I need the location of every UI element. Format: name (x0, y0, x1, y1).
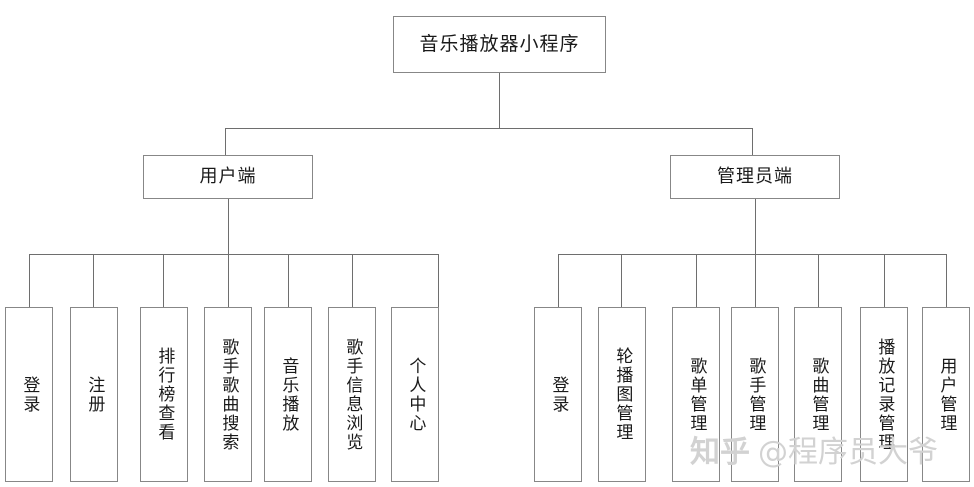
node-leaf-client-login-label: 登录 (19, 375, 40, 414)
connector-client-leaf-bar (29, 254, 439, 255)
node-leaf-client-player[interactable]: 音乐播放 (264, 307, 312, 482)
connector-admin-leaf-2 (621, 254, 622, 307)
node-leaf-admin-song[interactable]: 歌曲管理 (794, 307, 842, 482)
node-leaf-admin-playlist-label: 歌单管理 (686, 356, 707, 433)
node-leaf-client-ranking[interactable]: 排行榜查看 (140, 307, 188, 482)
connector-admin-leaf-1 (558, 254, 559, 307)
connector-admin-leaf-4 (755, 254, 756, 307)
connector-admin-leaf-3 (696, 254, 697, 307)
node-root[interactable]: 音乐播放器小程序 (393, 16, 606, 73)
connector-client-leaf-2 (93, 254, 94, 307)
node-leaf-client-search[interactable]: 歌手歌曲搜索 (204, 307, 252, 482)
node-leaf-admin-login[interactable]: 登录 (534, 307, 582, 482)
connector-level2-bar (225, 128, 753, 129)
node-leaf-admin-login-label: 登录 (548, 375, 569, 414)
node-leaf-admin-playhistory-label: 播放记录管理 (874, 337, 895, 452)
node-leaf-admin-carousel[interactable]: 轮播图管理 (598, 307, 646, 482)
node-leaf-client-ranking-label: 排行榜查看 (154, 347, 175, 442)
node-leaf-client-player-label: 音乐播放 (278, 356, 299, 433)
node-branch-admin-label: 管理员端 (717, 166, 793, 188)
node-leaf-admin-user[interactable]: 用户管理 (922, 307, 970, 482)
node-leaf-admin-user-label: 用户管理 (936, 356, 957, 433)
connector-to-admin (752, 128, 753, 156)
connector-client-leaf-4 (228, 254, 229, 307)
connector-client-leaf-6 (352, 254, 353, 307)
node-leaf-client-profile[interactable]: 个人中心 (391, 307, 439, 482)
connector-client-leaf-5 (288, 254, 289, 307)
connector-client-leaf-7 (438, 254, 439, 307)
connector-admin-leaf-6 (884, 254, 885, 307)
connector-client-leaf-3 (163, 254, 164, 307)
node-leaf-admin-playhistory[interactable]: 播放记录管理 (860, 307, 908, 482)
watermark-user-label: @程序员大爷 (758, 435, 938, 470)
node-branch-client[interactable]: 用户端 (143, 155, 313, 199)
node-leaf-client-register-label: 注册 (84, 375, 105, 414)
node-leaf-admin-playlist[interactable]: 歌单管理 (672, 307, 720, 482)
node-leaf-admin-song-label: 歌曲管理 (808, 356, 829, 433)
node-leaf-client-register[interactable]: 注册 (70, 307, 118, 482)
connector-root-stem (499, 72, 500, 129)
connector-to-client (225, 128, 226, 156)
connector-admin-stem (755, 198, 756, 255)
node-leaf-client-search-label: 歌手歌曲搜索 (218, 337, 239, 452)
connector-admin-leaf-7 (946, 254, 947, 307)
node-leaf-client-artist-info[interactable]: 歌手信息浏览 (328, 307, 376, 482)
node-root-label: 音乐播放器小程序 (419, 32, 580, 55)
node-branch-client-label: 用户端 (199, 166, 257, 188)
connector-admin-leaf-5 (818, 254, 819, 307)
node-leaf-admin-artist[interactable]: 歌手管理 (731, 307, 779, 482)
node-branch-admin[interactable]: 管理员端 (670, 155, 840, 199)
node-leaf-client-login[interactable]: 登录 (5, 307, 53, 482)
node-leaf-client-profile-label: 个人中心 (405, 356, 426, 433)
connector-admin-leaf-bar (558, 254, 946, 255)
node-leaf-admin-artist-label: 歌手管理 (745, 356, 766, 433)
connector-client-stem (228, 198, 229, 255)
node-leaf-client-artist-info-label: 歌手信息浏览 (342, 337, 363, 452)
node-leaf-admin-carousel-label: 轮播图管理 (612, 347, 633, 442)
connector-client-leaf-1 (29, 254, 30, 307)
